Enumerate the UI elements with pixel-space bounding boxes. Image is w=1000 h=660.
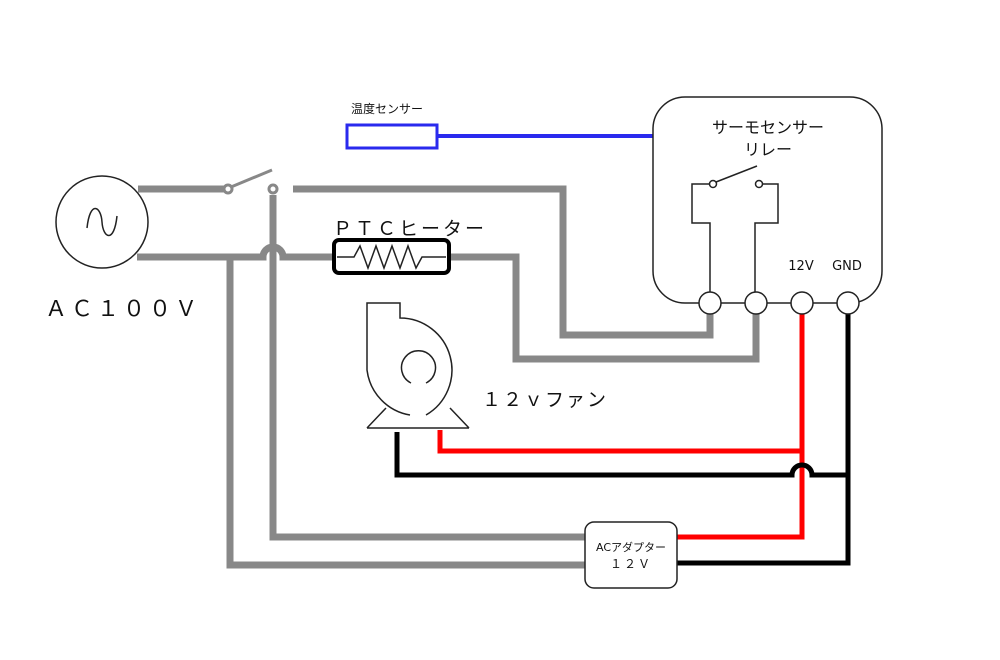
wire-neutral-to-heater	[137, 243, 335, 261]
adapter-label-line1: ACアダプター	[596, 540, 666, 554]
ac-source-label: ＡＣ１００Ｖ	[45, 297, 201, 322]
wire-switch-to-adapter	[269, 195, 585, 541]
adapter-label-line2: １２Ｖ	[610, 557, 652, 571]
resistor-icon	[337, 243, 446, 271]
terminal-12v	[790, 291, 814, 315]
ac-adapter	[584, 521, 678, 589]
relay-terminals	[698, 291, 860, 315]
relay-title-line2: リレー	[744, 140, 792, 159]
heater-label: ＰＴＣヒーター	[333, 218, 487, 240]
ac-wires	[137, 185, 760, 569]
relay-title-line1: サーモセンサー	[712, 118, 824, 137]
main-switch	[207, 168, 279, 195]
ground-wires	[394, 314, 851, 566]
terminal-gnd-label: GND	[832, 259, 862, 274]
wire-line-top-to-relay	[293, 185, 714, 339]
sine-icon	[86, 207, 118, 237]
fan-symbol	[366, 302, 470, 429]
terminal-switch-2	[744, 291, 768, 315]
terminal-gnd	[836, 291, 860, 315]
wire-neutral-to-adapter	[226, 257, 585, 569]
wire-heater-to-relay	[449, 253, 760, 363]
terminal-12v-label: 12V	[788, 259, 814, 274]
temp-sensor-label: 温度センサー	[351, 101, 423, 116]
ptc-heater	[332, 238, 451, 275]
fan-label: １２ｖファン	[482, 389, 608, 411]
temperature-sensor	[345, 123, 439, 150]
relay-switch	[691, 165, 779, 292]
terminal-switch-1	[698, 291, 722, 315]
positive-wires	[437, 314, 805, 540]
